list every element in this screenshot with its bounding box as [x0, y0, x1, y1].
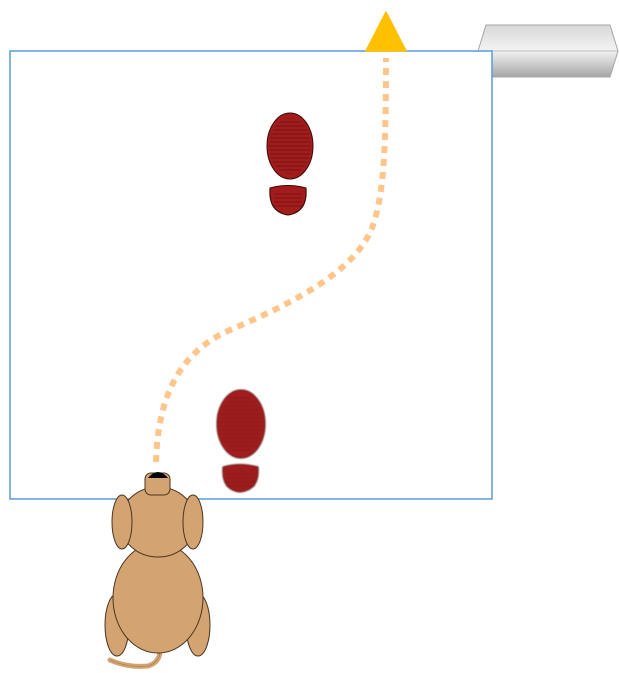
scent-trail — [153, 57, 389, 463]
footprint-far — [266, 112, 314, 216]
footprint-near — [216, 389, 266, 493]
dog-body — [112, 542, 204, 654]
dog — [104, 472, 211, 669]
exit-tunnel — [477, 24, 619, 78]
dog-ear-left — [111, 494, 133, 550]
dog-nose — [148, 472, 168, 478]
dog-ear-right — [182, 494, 204, 550]
goal-triangle — [365, 11, 407, 52]
